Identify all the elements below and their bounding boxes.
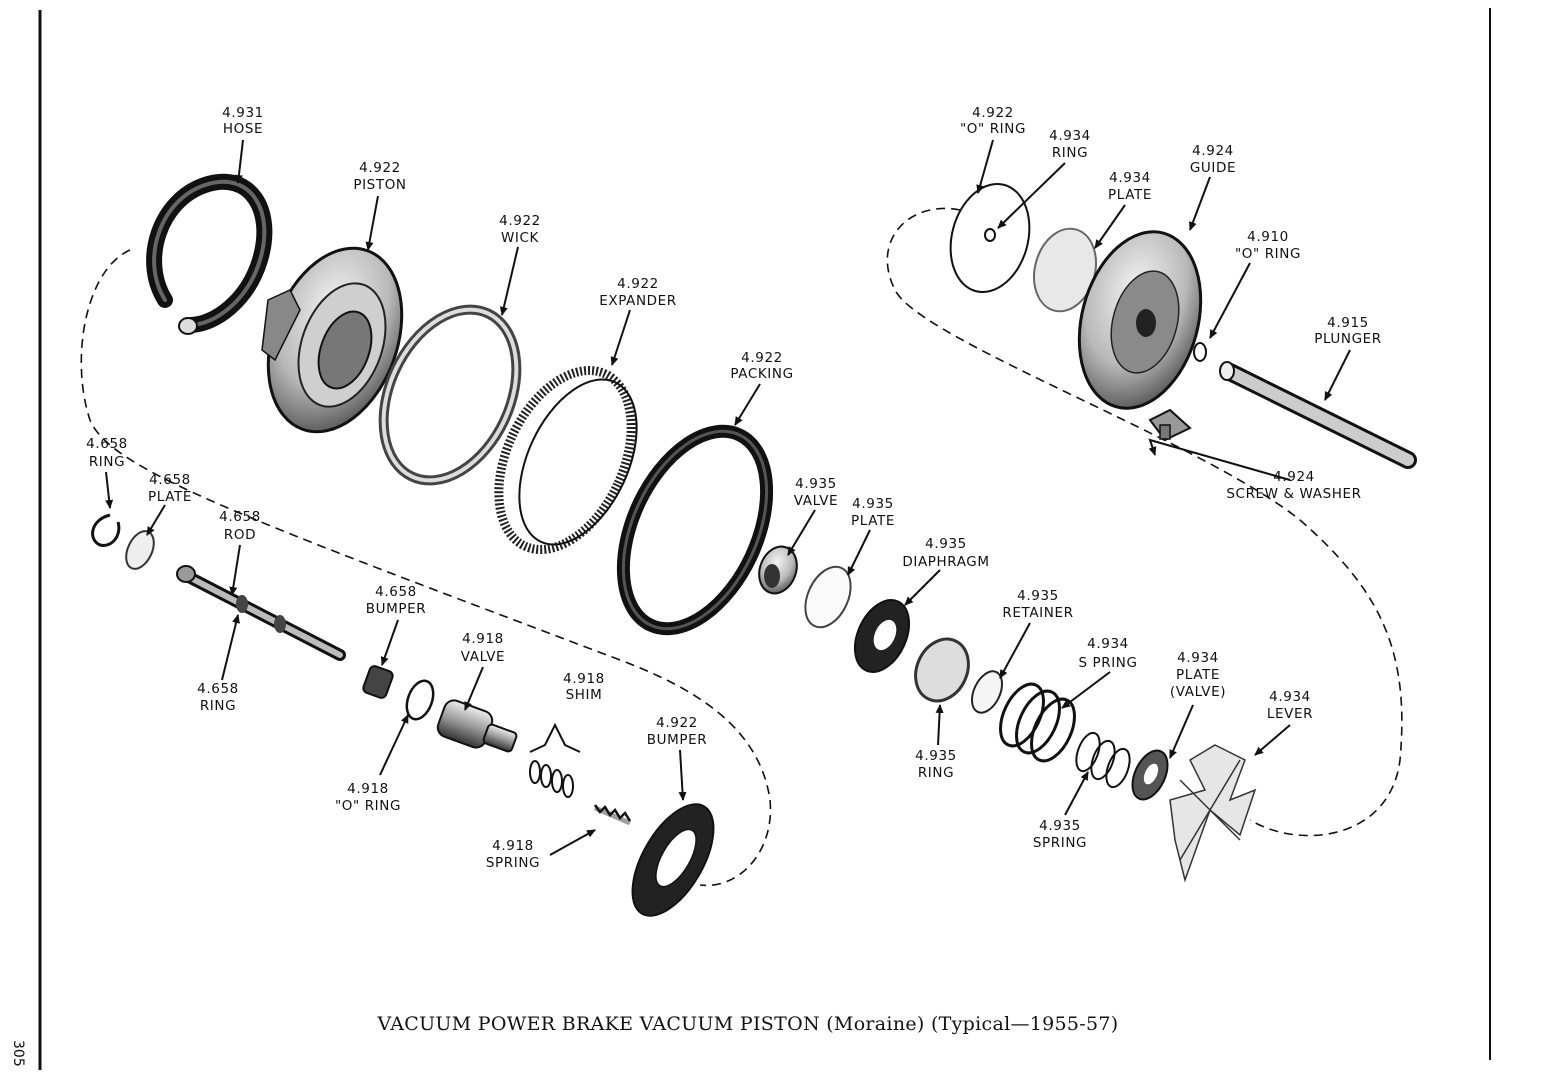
spring-4935-part <box>1075 731 1131 789</box>
plate-4935-part <box>804 565 852 629</box>
label-oring-4918: 4.918"O" RING <box>335 781 401 814</box>
oring-4918-part <box>405 679 435 721</box>
oring-4910-part <box>1193 342 1207 362</box>
spring-4934-part <box>999 682 1076 763</box>
ring-4935-part <box>914 637 970 703</box>
plunger-4915-part <box>1219 361 1417 469</box>
lever-4934-part <box>1169 744 1257 883</box>
retainer-4935-part <box>970 670 1004 714</box>
plate-valve-4934-part <box>1131 749 1169 801</box>
piston-part <box>261 246 404 434</box>
label-oring-4922: 4.922"O" RING <box>960 105 1026 137</box>
assembly-path-left <box>80 249 772 887</box>
label-oring-4910: 4.910"O" RING <box>1235 229 1301 262</box>
assembly-path-right <box>886 207 1403 837</box>
screw-washer-4924-part <box>1148 408 1192 442</box>
figure-caption: VACUUM POWER BRAKE VACUUM PISTON (Morain… <box>376 1013 1118 1035</box>
valve-4935-part <box>758 545 798 595</box>
ring-4658-part <box>91 513 121 547</box>
leader-arrows <box>105 139 1351 856</box>
page-number: 305 <box>10 1040 26 1067</box>
valve-4918-part <box>436 699 518 753</box>
oring-4922-part <box>949 182 1031 294</box>
ring-4934-part <box>984 228 996 242</box>
plate-4658-part <box>125 530 155 570</box>
shim-4918-part <box>529 760 574 798</box>
bumper-4658-part <box>362 665 394 699</box>
spring-4918-part <box>593 804 632 826</box>
diaphragm-4935-part <box>853 599 911 673</box>
rod-4658-part <box>176 565 346 661</box>
packing-part <box>616 424 774 636</box>
expander-part <box>494 365 636 555</box>
guide-4924-part <box>1077 230 1203 410</box>
hose-part <box>146 173 273 335</box>
